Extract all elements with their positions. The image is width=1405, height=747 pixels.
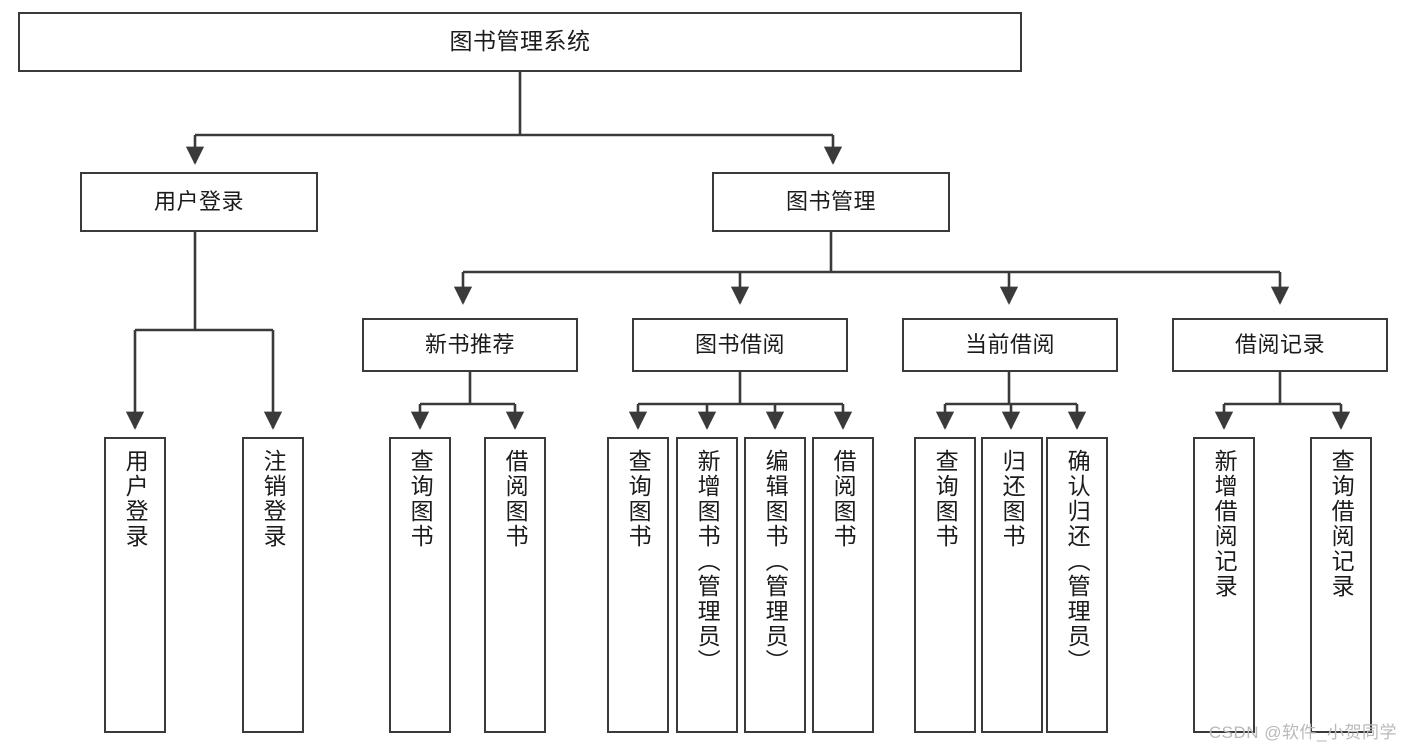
node-label: 新书推荐	[424, 332, 515, 358]
leaf-record-query-borrow-record[interactable]: 查询借阅记录	[1310, 437, 1372, 733]
leaf-borrow-borrow-book[interactable]: 借阅图书	[812, 437, 874, 733]
node-user-login[interactable]: 用户登录	[80, 172, 318, 232]
node-label: 新增借阅记录	[1211, 449, 1238, 599]
csdn-watermark: CSDN @软件_小贺同学	[1208, 723, 1397, 742]
node-root-system[interactable]: 图书管理系统	[18, 12, 1022, 72]
leaf-user-login-signin[interactable]: 用户登录	[104, 437, 166, 733]
leaf-borrow-add-book-admin[interactable]: 新增图书（管理员）	[676, 437, 738, 733]
leaf-user-login-signout[interactable]: 注销登录	[242, 437, 304, 733]
node-label: 借阅记录	[1234, 332, 1325, 358]
node-label: 图书管理系统	[449, 28, 591, 55]
node-current-borrow[interactable]: 当前借阅	[902, 318, 1118, 372]
node-label: 新增图书（管理员）	[694, 449, 721, 674]
node-label: 图书借阅	[694, 332, 785, 358]
node-label: 借阅图书	[502, 449, 529, 549]
leaf-new-book-borrow[interactable]: 借阅图书	[484, 437, 546, 733]
node-borrow-record[interactable]: 借阅记录	[1172, 318, 1388, 372]
leaf-borrow-query-book[interactable]: 查询图书	[607, 437, 669, 733]
node-label: 查询图书	[407, 449, 434, 549]
leaf-current-query-book[interactable]: 查询图书	[914, 437, 976, 733]
node-book-management[interactable]: 图书管理	[712, 172, 950, 232]
node-label: 编辑图书（管理员）	[762, 449, 789, 674]
node-label: 确认归还（管理员）	[1064, 449, 1091, 674]
leaf-record-add-borrow-record[interactable]: 新增借阅记录	[1193, 437, 1255, 733]
node-label: 查询图书	[932, 449, 959, 549]
node-label: 借阅图书	[830, 449, 857, 549]
leaf-current-confirm-return-admin[interactable]: 确认归还（管理员）	[1046, 437, 1108, 733]
node-label: 查询借阅记录	[1328, 449, 1355, 599]
node-new-book-recommend[interactable]: 新书推荐	[362, 318, 578, 372]
node-label: 用户登录	[122, 449, 149, 549]
leaf-borrow-edit-book-admin[interactable]: 编辑图书（管理员）	[744, 437, 806, 733]
node-label: 归还图书	[999, 449, 1026, 549]
leaf-current-return-book[interactable]: 归还图书	[981, 437, 1043, 733]
node-label: 注销登录	[260, 449, 287, 549]
node-label: 用户登录	[153, 189, 244, 215]
node-book-borrow[interactable]: 图书借阅	[632, 318, 848, 372]
node-label: 当前借阅	[964, 332, 1055, 358]
node-label: 查询图书	[625, 449, 652, 549]
leaf-new-book-query[interactable]: 查询图书	[389, 437, 451, 733]
node-label: 图书管理	[785, 189, 876, 215]
